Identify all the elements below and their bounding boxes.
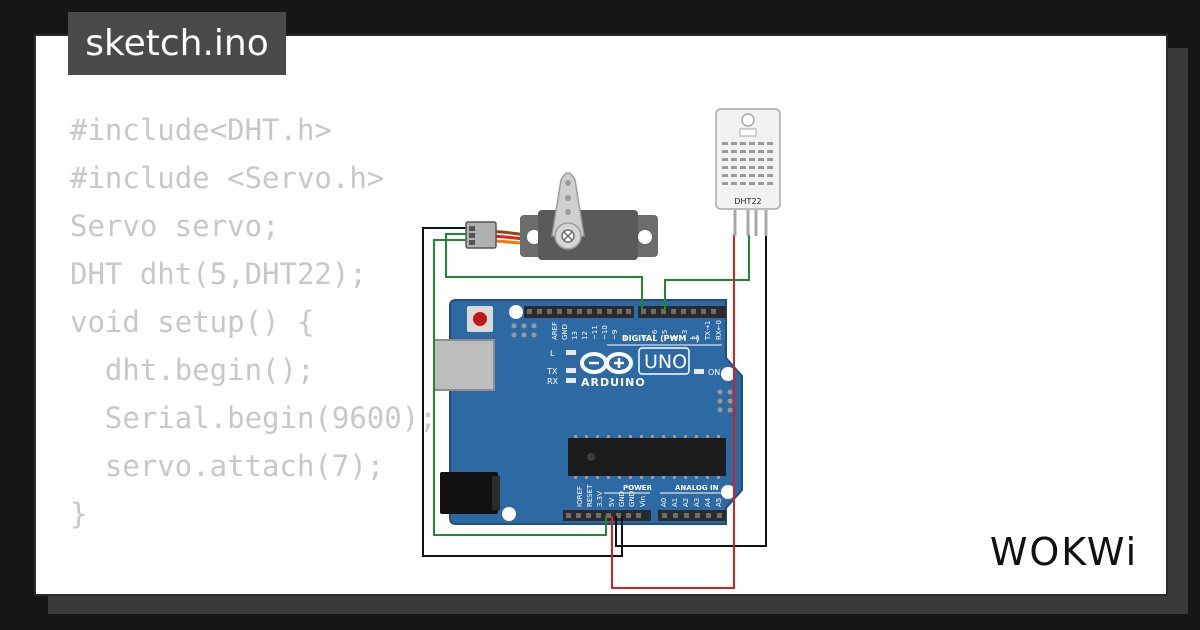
code-line: Serial.begin(9600); — [70, 401, 437, 435]
dht22-grille — [722, 142, 773, 185]
digital-header-label: DIGITAL (PWM ~) — [622, 334, 700, 343]
wire-dht-vcc — [611, 234, 735, 589]
wires — [422, 227, 767, 589]
pin-label: GND — [561, 324, 569, 340]
pin-label: RESET — [586, 484, 594, 507]
arduino-logo — [580, 352, 633, 374]
servo-horn — [551, 172, 585, 237]
wire-servo-gnd — [422, 227, 623, 557]
code-line: void loop() { — [70, 586, 437, 594]
usb-connector — [433, 339, 495, 391]
file-tab[interactable]: sketch.ino — [68, 12, 286, 75]
pin-label: IOREF — [576, 486, 584, 507]
arduino-wordmark: ARDUINO — [581, 376, 646, 389]
code-line: dht.begin(); — [70, 353, 315, 387]
pin-label: 7 — [641, 336, 649, 340]
code-line: #include <Servo.h> — [70, 161, 385, 195]
code-line: DHT dht(5,DHT22); — [70, 257, 367, 291]
code-line: } — [70, 497, 88, 531]
pin-label: A0 — [660, 498, 668, 507]
led-l-label: L — [550, 349, 555, 358]
pin-label: ~11 — [591, 325, 599, 340]
pin-label: 13 — [571, 331, 579, 340]
pin-label: 3.3V — [596, 491, 604, 507]
pin-label: 2 — [691, 336, 699, 340]
led-l — [566, 350, 576, 355]
led-rx — [566, 378, 576, 383]
led-on — [694, 369, 704, 374]
wokwi-logo: WOKWi — [990, 530, 1138, 574]
wire-servo-signal — [445, 233, 643, 310]
arduino-uno-board[interactable]: AREF GND 13 12 ~11 ~10 ~9 8 7 ~6 ~5 4 ~3… — [433, 299, 743, 525]
pin-label: Vin — [639, 496, 647, 507]
pin-label: RX←0 — [715, 320, 723, 340]
analog-header — [658, 510, 726, 521]
pin-label: ~3 — [681, 330, 689, 340]
pin-label: 5V — [608, 498, 616, 507]
pin-label: ~6 — [651, 329, 659, 340]
pin-label: AREF — [551, 322, 559, 340]
preview-card: #include<DHT.h> #include <Servo.h> Servo s… — [34, 34, 1168, 596]
pin-label: A4 — [704, 497, 712, 507]
code-line: #include<DHT.h> — [70, 113, 332, 147]
code-line: Servo servo; — [70, 209, 280, 243]
pin-label: ~9 — [611, 330, 619, 340]
pin-label: A1 — [671, 498, 679, 507]
led-tx-label: TX — [546, 367, 558, 376]
pin-label: 12 — [581, 331, 589, 340]
pin-label: A5 — [715, 498, 723, 507]
uno-label: UNO — [644, 351, 687, 373]
led-rx-label: RX — [547, 377, 559, 386]
code-line: servo.attach(7); — [70, 449, 385, 483]
wokwi-logo-text: WOKWi — [990, 530, 1138, 574]
power-jack — [440, 472, 498, 514]
analog-label: ANALOG IN — [675, 484, 719, 492]
pin-label: 8 — [622, 336, 630, 340]
servo-motor[interactable] — [465, 172, 658, 260]
pin-label: TX→1 — [704, 321, 712, 341]
power-label: POWER — [623, 484, 653, 492]
wire-dht-data — [664, 234, 750, 310]
wire-dht-gnd — [615, 234, 767, 547]
circuit-diagram: AREF GND 13 12 ~11 ~10 ~9 8 7 ~6 ~5 4 ~3… — [422, 108, 781, 589]
pin-label: GND — [628, 491, 636, 507]
pin-label: 4 — [671, 335, 679, 340]
dht22-label: DHT22 — [734, 197, 761, 206]
pin-label: ~10 — [601, 325, 609, 340]
pin-label: A2 — [682, 498, 690, 507]
pin-label: ~5 — [661, 330, 669, 340]
pin-label: GND — [618, 491, 626, 507]
uno-badge — [638, 347, 690, 375]
code-line: void setup() { — [70, 305, 315, 339]
code-editor: #include<DHT.h> #include <Servo.h> Servo s… — [70, 106, 437, 594]
wire-servo-vcc — [433, 239, 607, 536]
led-tx — [566, 368, 576, 373]
led-on-label: ON — [708, 368, 720, 377]
dht22-sensor[interactable]: DHT22 — [715, 108, 781, 236]
pin-label: A3 — [693, 498, 701, 507]
